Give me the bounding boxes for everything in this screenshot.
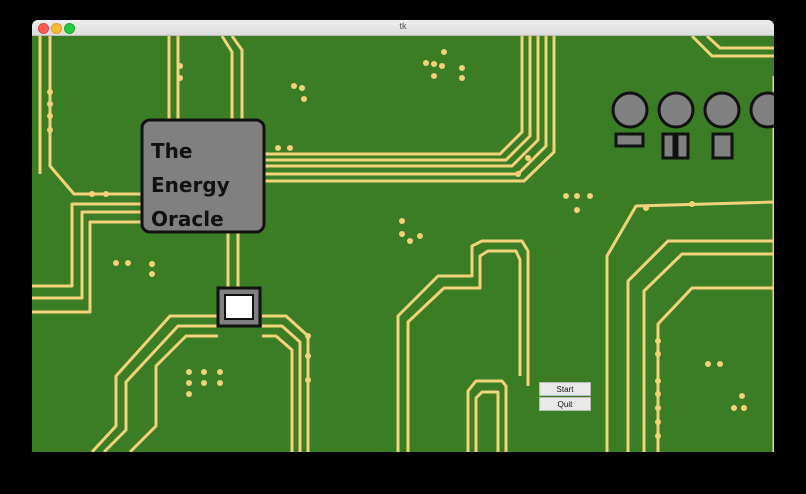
quit-button[interactable]: Quit xyxy=(539,397,591,411)
circuit-board-background xyxy=(32,36,774,452)
game-title-box: The Energy Oracle xyxy=(151,139,230,231)
title-bar: tk xyxy=(32,20,774,36)
start-button[interactable]: Start xyxy=(539,382,591,396)
app-window: tk xyxy=(32,20,774,452)
window-title: tk xyxy=(399,21,407,31)
minimize-window-icon[interactable] xyxy=(51,23,62,34)
zoom-window-icon[interactable] xyxy=(64,23,75,34)
game-canvas[interactable]: The Energy Oracle Start Quit xyxy=(32,36,774,452)
close-window-icon[interactable] xyxy=(38,23,49,34)
